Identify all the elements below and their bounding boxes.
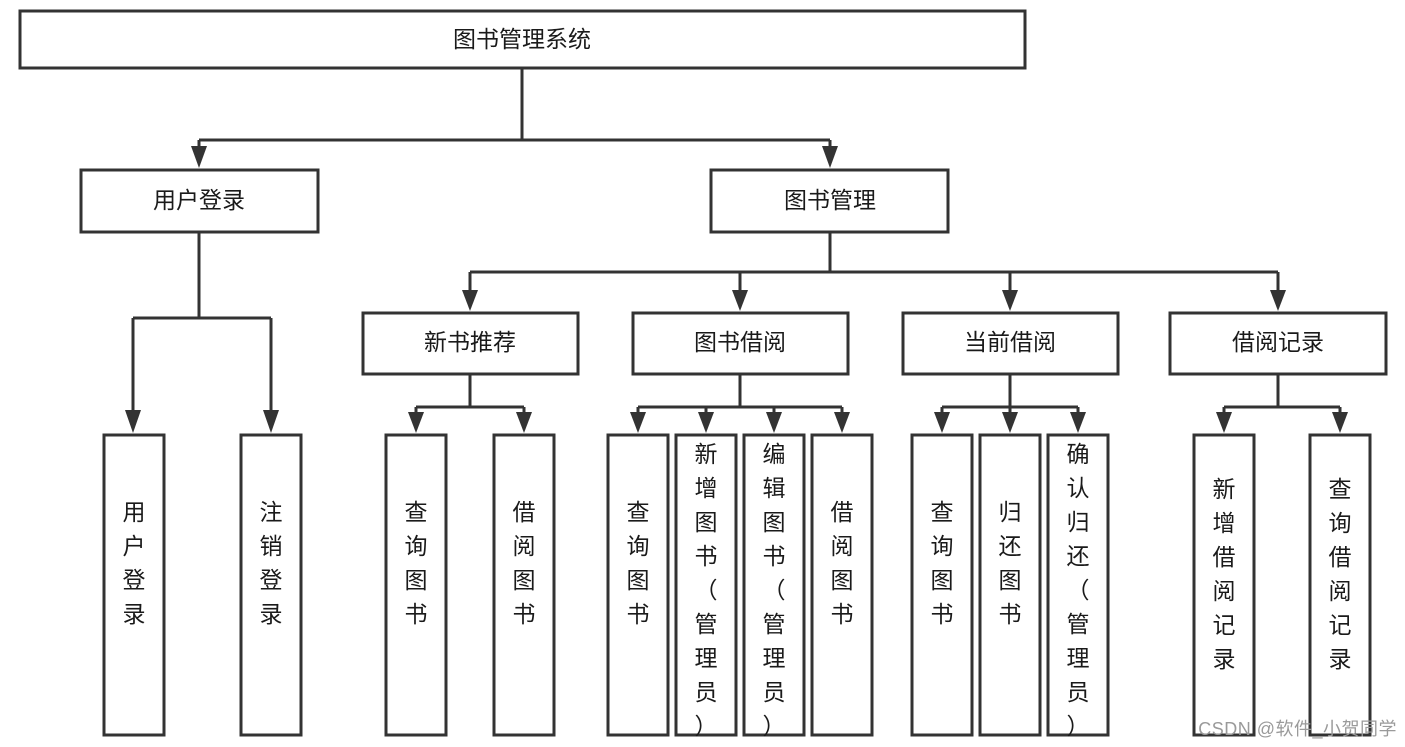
leaf-bb-borrow-label: 借阅图书 [831, 499, 854, 627]
leaf-br-query-label: 查询借阅记录 [1329, 476, 1352, 672]
node-borrow-record-label: 借阅记录 [1232, 329, 1324, 355]
leaf-bb-add[interactable]: 新增图书（管理员） [674, 433, 738, 739]
leaf-bb-edit-box [742, 433, 806, 737]
leaf-cb-confirm-box [1046, 433, 1110, 737]
arrow-to-book-manage [822, 146, 838, 168]
leaf-user-login-label: 用户登录 [123, 499, 146, 627]
node-book-borrow[interactable]: 图书借阅 [631, 311, 850, 376]
arrow-to-leaf-bb-borrow [834, 412, 850, 433]
arrow-to-current-borrow [1002, 290, 1018, 311]
arrow-to-leaf-cb-return [1002, 412, 1018, 433]
leaf-logout-label: 注销登录 [260, 499, 283, 627]
node-new-book-rec[interactable]: 新书推荐 [361, 311, 580, 376]
node-book-manage[interactable]: 图书管理 [709, 168, 950, 234]
node-root-box [18, 9, 1027, 70]
leaf-bb-query-box [606, 433, 670, 737]
leaf-bb-edit-label: 编辑图书（管理员） [763, 441, 786, 739]
leaf-br-query-box [1308, 433, 1372, 737]
leaf-bb-borrow-box [810, 433, 874, 737]
node-root[interactable]: 图书管理系统 [18, 9, 1027, 70]
node-root-label: 图书管理系统 [453, 26, 591, 52]
arrow-to-leaf-cb-confirm [1070, 412, 1086, 433]
leaf-logout[interactable]: 注销登录 [239, 433, 303, 737]
arrow-to-leaf-bb-query [630, 412, 646, 433]
leaf-rec-borrow[interactable]: 借阅图书 [492, 433, 556, 737]
leaf-rec-borrow-label: 借阅图书 [513, 499, 536, 627]
node-book-manage-label: 图书管理 [784, 187, 876, 213]
arrow-to-leaf-bb-edit [766, 412, 782, 433]
node-borrow-record[interactable]: 借阅记录 [1168, 311, 1388, 376]
leaf-br-add-box [1192, 433, 1256, 737]
leaf-bb-query[interactable]: 查询图书 [606, 433, 670, 737]
leaf-logout-box [239, 433, 303, 737]
leaf-user-login-box [102, 433, 166, 737]
leaf-cb-query[interactable]: 查询图书 [910, 433, 974, 737]
arrow-to-user-login [191, 146, 207, 168]
connector-layer [125, 68, 1348, 433]
arrow-to-leaf-user-login [125, 410, 141, 433]
node-new-book-rec-box [361, 311, 580, 376]
arrow-to-book-borrow [732, 290, 748, 311]
node-book-borrow-box [631, 311, 850, 376]
arrow-to-leaf-logout [263, 410, 279, 433]
leaf-br-add-label: 新增借阅记录 [1213, 476, 1236, 672]
leaf-cb-query-label: 查询图书 [931, 499, 954, 627]
arrow-to-new-book-rec [462, 290, 478, 311]
leaf-rec-query[interactable]: 查询图书 [384, 433, 448, 737]
node-borrow-record-box [1168, 311, 1388, 376]
node-current-borrow-label: 当前借阅 [964, 329, 1056, 355]
leaf-cb-confirm[interactable]: 确认归还（管理员） [1046, 433, 1110, 739]
leaf-cb-query-box [910, 433, 974, 737]
arrow-to-leaf-br-add [1216, 412, 1232, 433]
leaf-bb-edit[interactable]: 编辑图书（管理员） [742, 433, 806, 739]
leaf-bb-borrow[interactable]: 借阅图书 [810, 433, 874, 737]
arrow-to-leaf-bb-add [698, 412, 714, 433]
leaf-bb-add-box [674, 433, 738, 737]
node-user-login[interactable]: 用户登录 [79, 168, 320, 234]
arrow-to-borrow-record [1270, 290, 1286, 311]
arrow-to-leaf-br-query [1332, 412, 1348, 433]
arrow-to-leaf-cb-query [934, 412, 950, 433]
leaf-br-query[interactable]: 查询借阅记录 [1308, 433, 1372, 737]
leaf-user-login[interactable]: 用户登录 [102, 433, 166, 737]
node-book-manage-box [709, 168, 950, 234]
node-user-login-box [79, 168, 320, 234]
leaf-cb-return-box [978, 433, 1042, 737]
leaf-rec-query-label: 查询图书 [405, 499, 428, 627]
leaf-cb-return-label: 归还图书 [999, 499, 1022, 627]
arrow-to-leaf-rec-query [408, 412, 424, 433]
node-new-book-rec-label: 新书推荐 [424, 329, 516, 355]
leaf-bb-add-label: 新增图书（管理员） [695, 441, 718, 739]
node-user-login-label: 用户登录 [153, 187, 245, 213]
leaf-cb-return[interactable]: 归还图书 [978, 433, 1042, 737]
leaf-br-add[interactable]: 新增借阅记录 [1192, 433, 1256, 737]
leaf-rec-query-box [384, 433, 448, 737]
leaf-bb-query-label: 查询图书 [627, 499, 650, 627]
arrow-to-leaf-rec-borrow [516, 412, 532, 433]
node-current-borrow[interactable]: 当前借阅 [901, 311, 1120, 376]
node-book-borrow-label: 图书借阅 [694, 329, 786, 355]
node-current-borrow-box [901, 311, 1120, 376]
leaf-rec-borrow-box [492, 433, 556, 737]
leaf-cb-confirm-label: 确认归还（管理员） [1067, 441, 1090, 739]
